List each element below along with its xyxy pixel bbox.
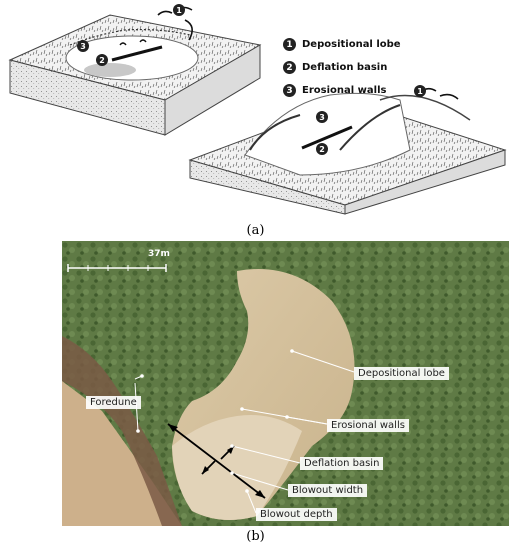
scale-bar-label: 37m xyxy=(148,249,170,259)
label-foredune: Foredune xyxy=(86,396,141,409)
svg-text:2: 2 xyxy=(319,145,325,154)
label-deflation-basin: Deflation basin xyxy=(300,457,384,470)
legend-label: Depositional lobe xyxy=(302,39,401,50)
legend-number-badge: 1 xyxy=(283,38,296,51)
legend-item-depositional-lobe: 1 Depositional lobe xyxy=(283,36,433,53)
svg-text:3: 3 xyxy=(80,42,86,51)
svg-text:2: 2 xyxy=(99,56,105,65)
label-blowout-depth: Blowout depth xyxy=(256,508,337,521)
legend: 1 Depositional lobe 2 Deflation basin 3 … xyxy=(283,36,433,105)
legend-item-erosional-walls: 3 Erosional walls xyxy=(283,82,433,99)
schematic-block-2: 1 2 3 xyxy=(188,85,507,215)
caption-b: (b) xyxy=(246,529,265,544)
label-blowout-width: Blowout width xyxy=(288,484,368,497)
aerial-photo-drawing xyxy=(62,241,509,526)
svg-text:3: 3 xyxy=(319,113,325,122)
legend-number-badge: 3 xyxy=(283,84,296,97)
label-depositional-lobe: Depositional lobe xyxy=(354,367,449,380)
blowout-schematic-drawing: 1 2 3 1 2 3 xyxy=(8,4,507,215)
svg-text:1: 1 xyxy=(176,6,182,15)
legend-label: Deflation basin xyxy=(302,62,388,73)
legend-item-deflation-basin: 2 Deflation basin xyxy=(283,59,433,76)
svg-text:1: 1 xyxy=(417,87,423,96)
panel-b-aerial-photo: 37m Foredune Depositional lobe Erosional… xyxy=(62,241,509,526)
caption-a: (a) xyxy=(246,223,265,238)
panel-a-schematic: 1 2 3 1 2 3 1 Depositional xyxy=(0,0,511,222)
legend-number-badge: 2 xyxy=(283,61,296,74)
label-erosional-walls: Erosional walls xyxy=(327,419,409,432)
legend-label: Erosional walls xyxy=(302,85,387,96)
schematic-block-1: 1 2 3 xyxy=(8,4,262,136)
